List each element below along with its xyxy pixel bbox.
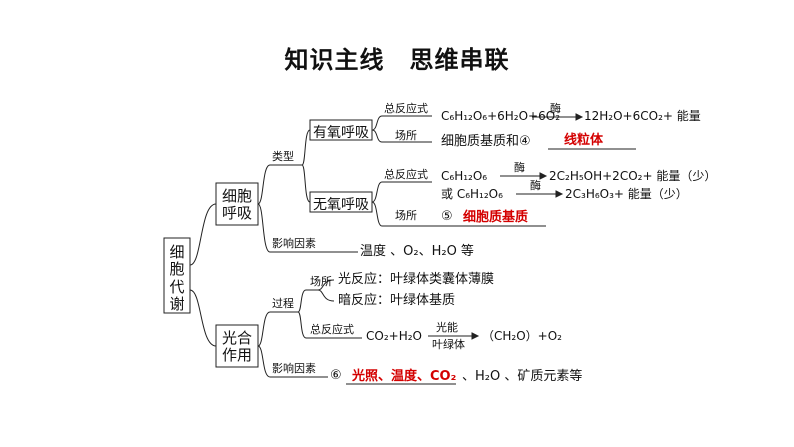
anaerobic-equation2-left: 或 C₆H₁₂O₆	[441, 187, 503, 201]
page-title: 知识主线 思维串联	[284, 46, 510, 74]
photo-factors-rest: 、H₂O 、矿质元素等	[462, 369, 583, 384]
type-label: 类型	[272, 150, 294, 163]
photosynthesis-node-label: 光合作用	[221, 329, 252, 365]
anaerobic-equation-label: 总反应式	[384, 168, 428, 181]
aerobic-equation-left: C₆H₁₂O₆+6H₂O+6O₂	[441, 109, 561, 123]
aerobic-site-label: 场所	[395, 129, 417, 142]
root-box-border	[163, 237, 191, 314]
dark-reaction: 暗反应：叶绿体基质	[338, 293, 456, 308]
respiration-factors-text: 温度 、O₂、H₂O 等	[360, 244, 474, 259]
photo-equation-label: 总反应式	[310, 323, 354, 336]
anaerobic-enzyme-1: 酶	[514, 161, 525, 174]
aerobic-equation-label: 总反应式	[384, 102, 428, 115]
anaerobic-equation2-right: 2C₃H₆O₃+ 能量（少）	[565, 187, 688, 201]
photo-equation-left: CO₂+H₂O	[366, 329, 422, 343]
respiration-node-label: 细胞呼吸	[221, 187, 252, 223]
photo-condition-bottom: 叶绿体	[432, 338, 465, 351]
aerobic-enzyme: 酶	[550, 102, 561, 115]
aerobic-node-label: 有氧呼吸	[313, 125, 369, 141]
anaerobic-equation1-left: C₆H₁₂O₆	[441, 169, 488, 183]
photo-equation-right: （CH₂O）+O₂	[482, 329, 562, 343]
number-5: ⑤	[441, 209, 453, 224]
answer-5: 细胞质基质	[463, 210, 529, 225]
photo-site-label: 场所	[310, 275, 332, 288]
anaerobic-enzyme-2: 酶	[530, 179, 541, 192]
light-reaction: 光反应：叶绿体类囊体薄膜	[338, 272, 495, 287]
anaerobic-site-label: 场所	[395, 209, 417, 222]
aerobic-equation-right: 12H₂O+6CO₂+ 能量	[584, 109, 701, 123]
aerobic-site-text: 细胞质基质和④	[441, 134, 531, 149]
photo-factors-label: 影响因素	[272, 362, 316, 375]
number-6: ⑥	[330, 368, 342, 383]
anaerobic-node-label: 无氧呼吸	[313, 197, 369, 213]
root-node-label: 细胞代谢	[169, 243, 185, 313]
process-label: 过程	[272, 297, 294, 310]
respiration-factors-label: 影响因素	[272, 237, 316, 250]
anaerobic-equation1-right: 2C₂H₅OH+2CO₂+ 能量（少）	[549, 169, 717, 183]
answer-6: 光照、温度、CO₂	[352, 369, 457, 384]
photo-condition-top: 光能	[436, 321, 458, 334]
answer-4: 线粒体	[564, 133, 604, 148]
